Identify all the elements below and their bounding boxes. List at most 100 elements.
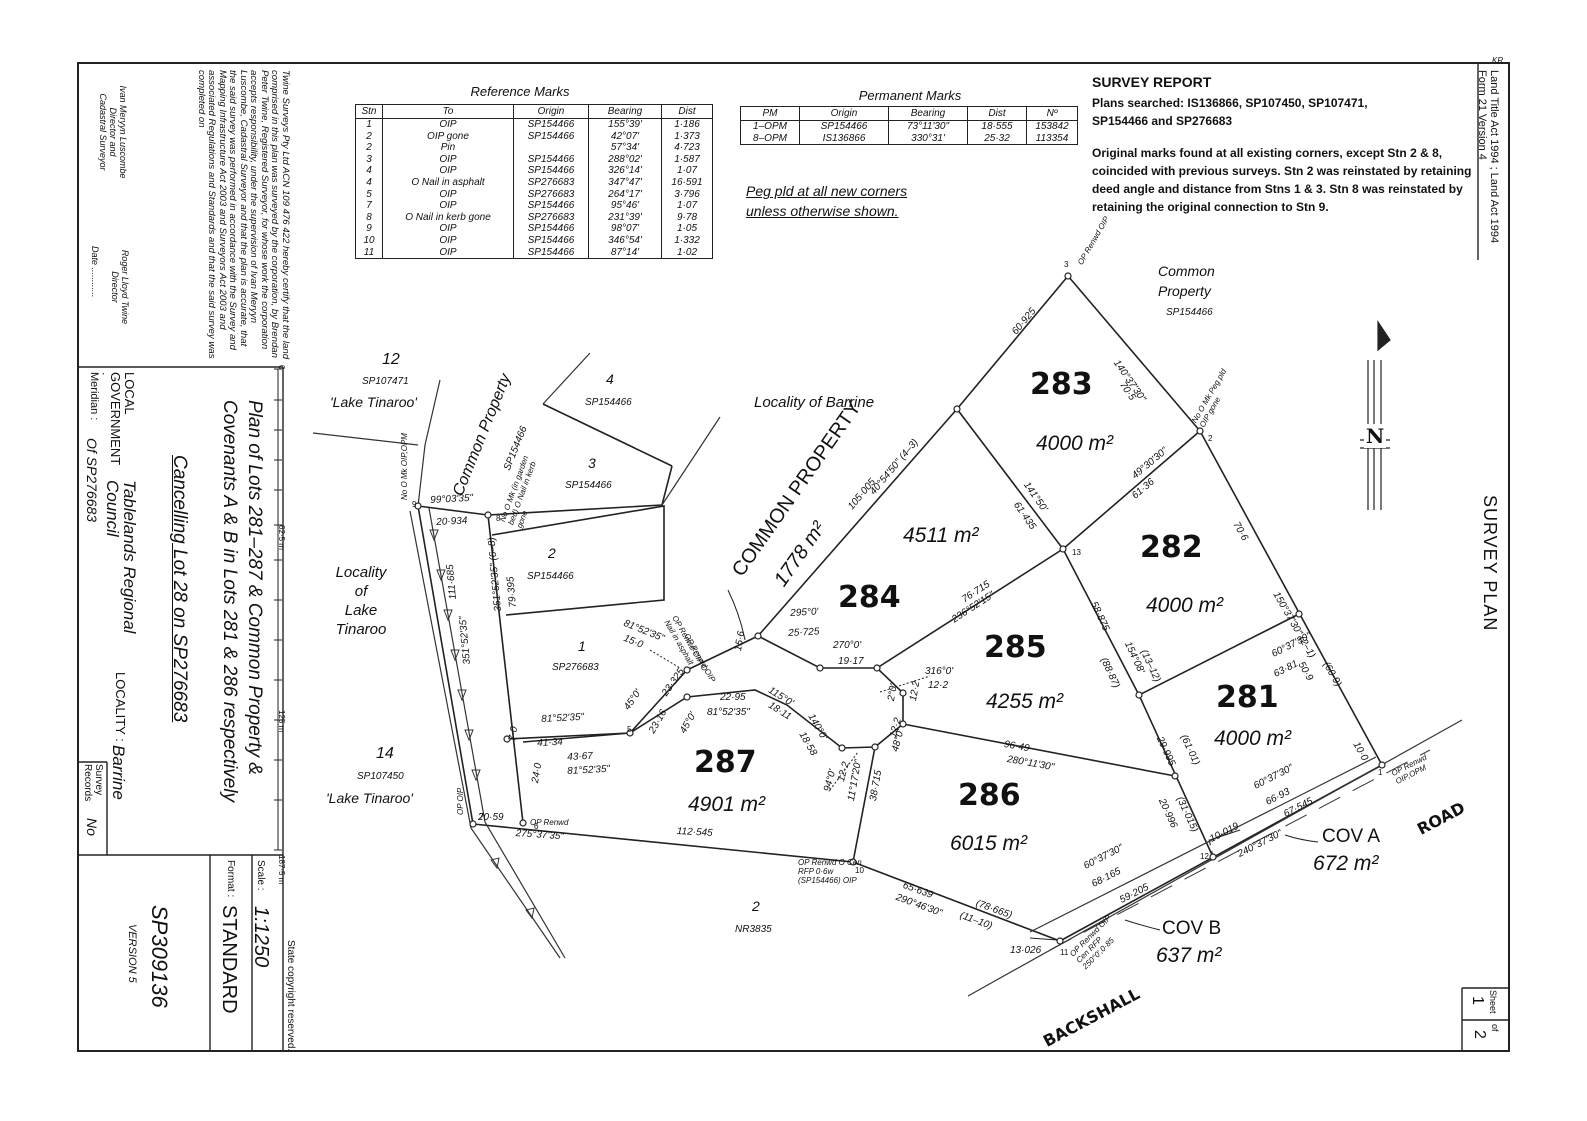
plan-number: SP309136 [147, 905, 172, 1008]
reference-mark-cell: 2 [355, 130, 383, 143]
dimension-label: 19·17 [838, 656, 864, 667]
boundary-lot-2-3 [491, 505, 665, 616]
reference-mark-cell: 1·05 [661, 223, 713, 235]
lot-1-number: 1 [578, 638, 586, 654]
reference-mark-cell: 1·02 [661, 246, 713, 260]
reference-mark-cell: 4 [355, 176, 383, 189]
ref-col-origin: Origin [513, 104, 589, 119]
local-gov-value: Tablelands Regional Council [103, 480, 139, 634]
pm-col-bearing: Bearing [888, 106, 968, 121]
dimension-label: 99°03'35" [430, 492, 474, 506]
north-arrow [1360, 320, 1391, 510]
dimension-label: 43·67 [567, 750, 594, 763]
certifier-1-role1: Director and [108, 107, 118, 157]
sheet-of: of [1490, 1024, 1500, 1032]
reference-mark-cell: 42°07' [588, 130, 662, 143]
form-version: Form 21 Version 4 [1476, 70, 1488, 160]
road-centre [1049, 749, 1431, 951]
reference-marks-header: Stn To Origin Bearing Dist [355, 104, 713, 119]
permanent-mark-cell: 8–OPM [740, 132, 800, 146]
reference-mark-cell: 57°34' [588, 142, 662, 154]
boundary-283-284 [956, 408, 1064, 550]
sheet-number: 1 [1469, 996, 1486, 1005]
locality-tinaroo-3: Lake [344, 602, 378, 619]
permanent-mark-cell: 18·555 [967, 120, 1027, 133]
reference-mark-cell: OIP [382, 200, 514, 212]
certifier-2-role: Director [110, 271, 120, 303]
locality-tinaroo-4: Tinaroo [335, 621, 387, 638]
reference-mark-cell: 3·796 [661, 188, 713, 201]
cov-a-leader [1284, 834, 1319, 843]
boundary-5 [522, 732, 631, 743]
north-label: N [1364, 424, 1387, 448]
reference-mark-cell: 87°14' [588, 246, 662, 260]
cov-b-area: 637 m² [1156, 944, 1222, 967]
scale-ticks-3: 187·5 m [277, 855, 286, 885]
permanent-mark-cell: 25·32 [967, 132, 1027, 146]
dimension-label: 81°52'35" [541, 711, 585, 725]
reference-mark-cell: 1·186 [661, 118, 713, 131]
survey-report: SURVEY REPORT Plans searched: IS136866, … [1092, 74, 1472, 216]
reference-mark-cell: SP154466 [513, 234, 589, 247]
dimension-label: 81°52'35" [707, 707, 750, 718]
permanent-mark-cell: 153842 [1026, 120, 1078, 133]
reference-mark-cell: SP154466 [513, 165, 589, 177]
dimension-label: 41·34 [537, 736, 564, 749]
reference-mark-cell: 11 [355, 246, 383, 260]
common-property-top-1: Common [1158, 263, 1215, 279]
station-note: OP Renwd [530, 818, 569, 827]
reference-mark-cell: OIP [382, 153, 514, 166]
lot-1-sp: SP276683 [552, 662, 599, 673]
lot-283-number: 283 [1030, 367, 1093, 402]
station-number: 11 [1060, 948, 1069, 957]
reference-mark-cell: 1·07 [661, 200, 713, 212]
ref-col-bearing: Bearing [588, 104, 662, 119]
lot-2-number: 2 [548, 545, 556, 561]
reference-marks-title: Reference Marks [470, 84, 570, 99]
reference-mark-cell: 5 [355, 188, 383, 201]
plans-searched: Plans searched: IS136866, SP107450, SP10… [1092, 96, 1368, 128]
reference-mark-cell: SP154466 [513, 153, 589, 166]
reference-mark-cell: 7 [355, 200, 383, 212]
permanent-marks-title: Permanent Marks [858, 88, 962, 103]
dimension-label: 112·545 [676, 826, 713, 839]
lot-285-number: 285 [984, 630, 1047, 665]
station-number: 10 [855, 866, 864, 875]
scale-ticks-1: 62·5 m [277, 525, 286, 550]
title-cancelling: Cancelling Lot 28 on SP276683 [169, 455, 190, 723]
reference-mark-cell: 95°46' [588, 200, 662, 212]
lot-287-number: 287 [694, 745, 757, 780]
boundary-2-to-1 [1199, 430, 1383, 766]
dimension-label: 25·725 [788, 626, 820, 639]
reference-mark-cell: SP154466 [513, 200, 589, 212]
locality-tinaroo-2: of [354, 583, 368, 600]
locality-tinaroo: Locality of Lake Tinaroo [326, 563, 396, 639]
lot-14-sp: SP107450 [357, 771, 404, 782]
reference-mark-cell: 1·373 [661, 130, 713, 143]
reference-mark-cell: 4·723 [661, 142, 713, 154]
lot-4-number: 4 [606, 371, 614, 387]
reference-mark-cell: SP154466 [513, 130, 589, 143]
cov-a-area: 672 m² [1313, 852, 1379, 875]
lot-12-number: 12 [382, 351, 400, 368]
station-number: 12 [1200, 852, 1209, 861]
boundary-282-281 [1138, 613, 1300, 696]
form-kr: KR [1492, 56, 1504, 65]
cp-left-edge-1 [312, 432, 419, 446]
station-number: 9 [412, 500, 417, 509]
peg-note-line-1: Peg pld at all new corners [746, 183, 908, 199]
local-gov-label: LOCAL GOVERNMENT : [94, 372, 137, 465]
permanent-mark-cell: 1–OPM [740, 120, 800, 133]
reference-mark-cell: SP276683 [513, 176, 589, 189]
reference-mark-cell: 264°17' [588, 188, 662, 201]
format-value: STANDARD [218, 905, 240, 1014]
reference-mark-cell: 1·587 [661, 153, 713, 166]
lot-285-area: 4255 m² [986, 690, 1064, 713]
